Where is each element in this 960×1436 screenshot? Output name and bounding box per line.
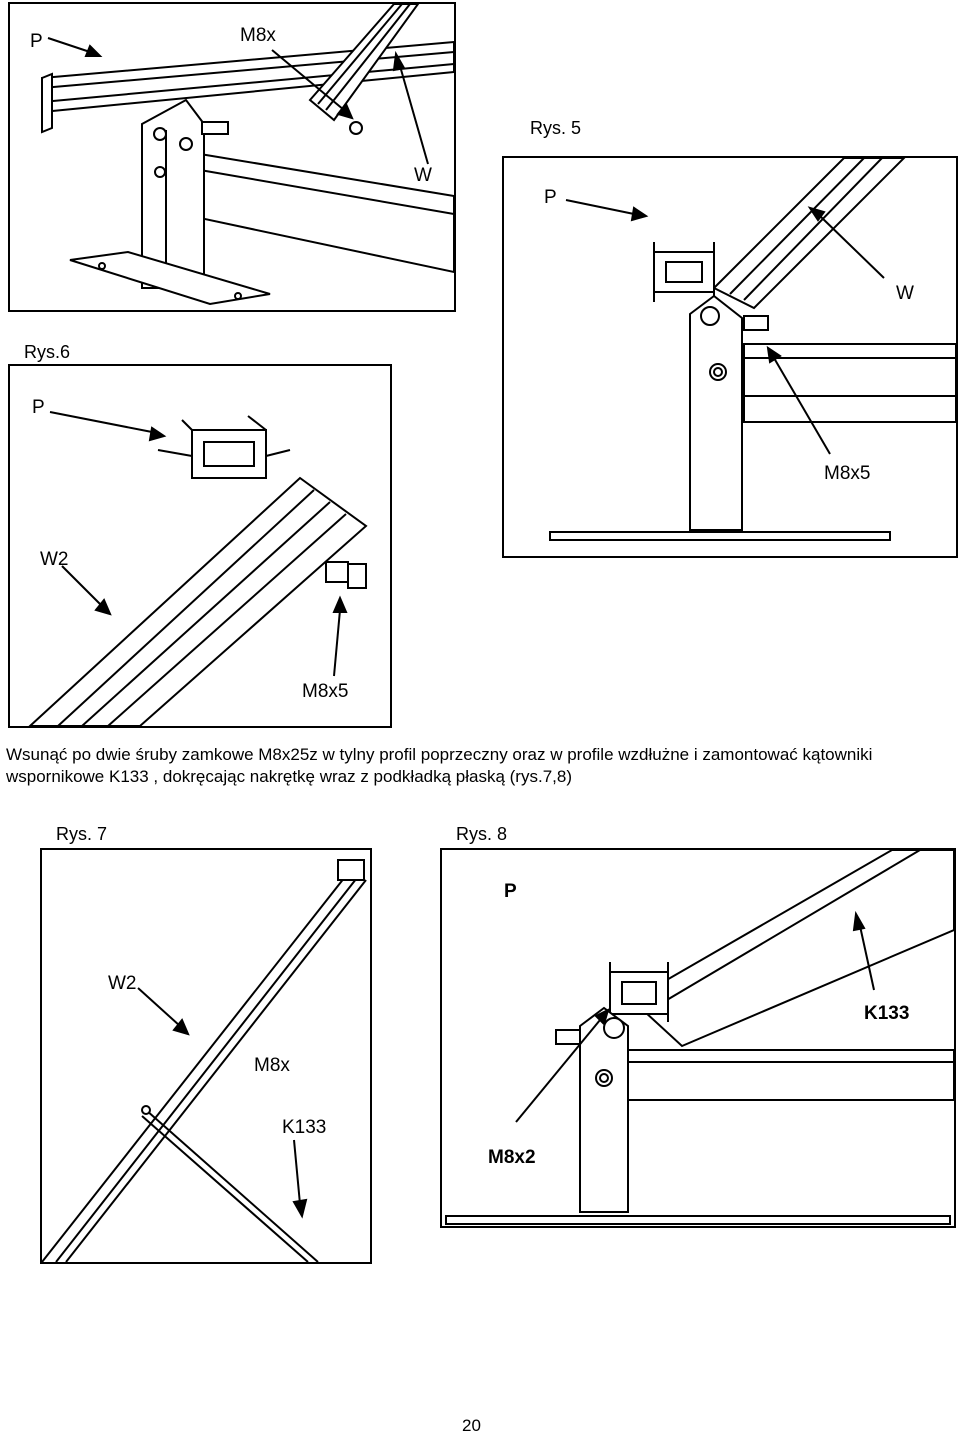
figure-1-frame: P M8x W (8, 2, 456, 312)
bolt-nut (325, 561, 349, 583)
leg-hole (595, 1069, 613, 1087)
page-number: 20 (462, 1416, 481, 1435)
figure-6-drawing (28, 411, 368, 726)
figure-8-frame: P K133 M8x2 (440, 848, 956, 1228)
figure-8-drawing (445, 850, 954, 1225)
p-profile-section (157, 415, 291, 479)
threaded-bolt (743, 315, 769, 331)
figure-1-label-w: W (414, 165, 432, 186)
figure-6-label-p: P (32, 397, 45, 418)
figure-8-caption: Rys. 8 (456, 824, 508, 844)
figure-6-label-m8x5: M8x5 (302, 681, 349, 702)
figure-5-frame: P W M8x5 (502, 156, 958, 558)
leg-hole (709, 363, 727, 381)
k133-brace (145, 1109, 319, 1262)
figure-5-label-m8x5: M8x5 (824, 463, 871, 484)
figure-1-label-m8x: M8x (240, 25, 276, 46)
figure-7-frame: W2 M8x K133 (40, 848, 372, 1264)
rail-end-section (41, 72, 53, 134)
figure-8-label-p: P (504, 881, 517, 902)
figure-5-label-p: P (544, 187, 557, 208)
p-profile-section (653, 242, 715, 302)
threaded-bolt (201, 121, 229, 135)
figure-5-label-w: W (896, 283, 914, 304)
figure-7-label-w2: W2 (108, 973, 137, 994)
figure-1-label-p: P (30, 31, 43, 52)
base-plate (69, 250, 271, 306)
leg-bolt-top (700, 306, 720, 326)
brace-bolt (141, 1105, 151, 1115)
base-plate (549, 531, 891, 541)
leg-hole (154, 166, 166, 178)
figure-6-caption: Rys.6 (24, 342, 71, 362)
diagonal-rail (28, 476, 368, 726)
figure-5-caption: Rys. 5 (530, 118, 582, 138)
threaded-bolt (555, 1029, 581, 1045)
rail-profile (41, 40, 454, 114)
threaded-bolt (347, 563, 367, 589)
cross-beam (627, 1049, 954, 1101)
bolt-head (349, 121, 363, 135)
diagonal-rail (42, 867, 353, 1262)
base-plate (445, 1215, 951, 1225)
figure-8-label-k133: K133 (864, 1003, 910, 1024)
leg-bolt-1 (153, 127, 167, 141)
p-profile-section (609, 962, 669, 1022)
figure-6-frame: P W2 M8x5 (8, 364, 392, 728)
figure-7-label-k133: K133 (282, 1117, 327, 1138)
leg-bolt-top (603, 1017, 625, 1039)
figure-7-drawing (42, 859, 367, 1262)
figure-5-drawing (549, 158, 956, 541)
leg-bolt-2 (179, 137, 193, 151)
figure-6-label-w2: W2 (40, 549, 69, 570)
figure-7-label-m8x: M8x (254, 1055, 290, 1076)
diagonal-rail (630, 850, 954, 1048)
instructions-line-1: Wsunąć po dwie śruby zamkowe M8x25z w ty… (6, 745, 873, 764)
figure-8-label-m8x2: M8x2 (488, 1147, 536, 1168)
support-leg (579, 1006, 629, 1213)
support-leg (689, 294, 743, 531)
p-profile-section (337, 859, 365, 881)
instructions-line-2: wspornikowe K133 , dokręcając nakrętkę w… (6, 767, 572, 786)
figure-7-caption: Rys. 7 (56, 824, 108, 844)
figure-1-drawing (41, 4, 454, 306)
instructions: Wsunąć po dwie śruby zamkowe M8x25z w ty… (6, 744, 956, 788)
